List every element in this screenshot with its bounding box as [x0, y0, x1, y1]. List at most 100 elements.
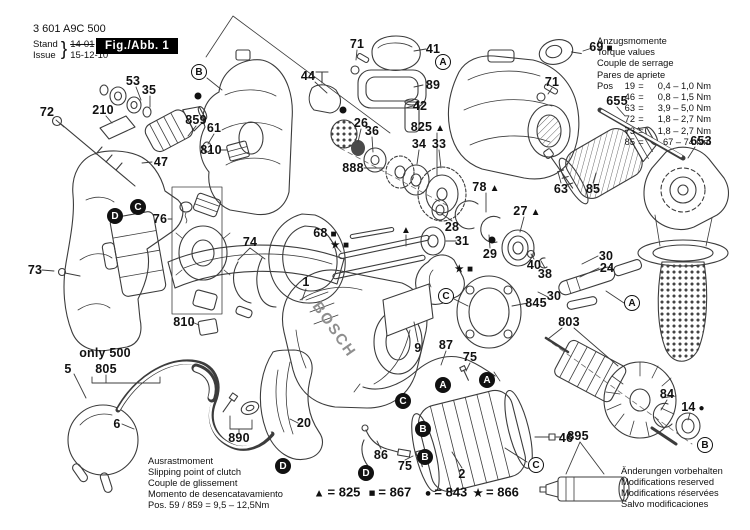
assembly-marker-c: C — [528, 457, 544, 473]
part-callout: 28 — [444, 220, 460, 234]
part-callout: 41 — [425, 42, 441, 56]
torque-range: 1,8 – 2,7 Nm — [657, 125, 711, 136]
legend-item: ■ = 867 — [369, 485, 412, 500]
part-callout: 895 — [567, 429, 589, 443]
bosch-logo: BOSCH — [309, 299, 360, 361]
part-callout: 825 ▲ — [410, 120, 446, 134]
housing-frame-art — [268, 213, 346, 304]
part-callout: 89 — [425, 78, 441, 92]
part-callout: 75 — [462, 350, 478, 364]
part-callout: 810 — [173, 315, 195, 329]
torque-title: Anzugsmomente — [597, 36, 667, 46]
part-callout: 68 ■ — [313, 226, 337, 240]
clutch-note-line: Couple de glissement — [148, 478, 238, 488]
part-callout: 2 — [458, 467, 466, 481]
part-callout: 63 — [553, 182, 569, 196]
impact-rods-art — [332, 226, 465, 305]
issue-label: Issue — [33, 49, 56, 61]
revision-note-line: Salvo modificaciones — [621, 499, 709, 509]
part-callout: 35 — [141, 83, 157, 97]
part-callout: 27 ▲ — [513, 204, 541, 218]
part-callout: 74 — [242, 235, 258, 249]
torque-pos-label — [597, 126, 619, 137]
flange-845-art — [456, 275, 522, 349]
washer-61-art — [202, 141, 212, 153]
connection-marker-c: C — [130, 199, 146, 215]
legend-symbol: ▲ — [313, 487, 328, 500]
part-callout: 69 ■ — [589, 40, 613, 54]
part-callout: 71 — [544, 75, 560, 89]
part-callout: 6 — [113, 417, 121, 431]
part-callout: 76 — [152, 212, 168, 226]
torque-row: 46=0,8 – 1,5 Nm — [597, 92, 711, 103]
callout-symbol: ■ — [603, 43, 613, 54]
stand-issue-block: Stand Issue } 14-01 15-12-10 — [33, 39, 109, 61]
legend-value: = 825 — [327, 484, 361, 500]
torque-eq: = — [638, 125, 644, 136]
part-callout: 36 — [364, 124, 380, 138]
reference-dot — [194, 92, 202, 100]
old-date: 14-01 — [70, 39, 95, 50]
part-callout: 803 — [558, 315, 580, 329]
clutch-gear-train-art — [330, 119, 467, 222]
switch-810-top-art — [226, 140, 250, 162]
part-callout: 40 — [526, 258, 542, 272]
part-callout: 42 — [412, 99, 428, 113]
torque-title: Pares de apriete — [597, 69, 666, 80]
callout-symbol: ▲ — [486, 183, 500, 194]
assembly-marker-c: C — [438, 288, 454, 304]
selector-knob-art — [350, 35, 427, 133]
trigger-switch-art — [101, 211, 167, 297]
connection-marker-c: C — [395, 393, 411, 409]
clutch-note-line: Momento de desencatavamiento — [148, 489, 283, 499]
torque-pos: 19 — [624, 80, 635, 91]
stand-label: Stand — [33, 39, 58, 50]
torque-range: 1,8 – 2,7 Nm — [657, 114, 711, 125]
spindle-art — [558, 259, 643, 310]
part-callout: 44 — [300, 69, 316, 83]
part-callout: 31 — [454, 234, 470, 248]
stator-art — [411, 389, 533, 493]
part-callout: ★ ■ — [455, 261, 473, 275]
assembly-marker-a: A — [624, 295, 640, 311]
revision-note-line: Modifications reserved — [621, 477, 715, 487]
circlip-84-art — [652, 402, 673, 428]
legend-item: ● = 843 — [425, 485, 468, 500]
clamp-44-art — [308, 71, 342, 114]
torque-pos: 85 — [624, 136, 635, 147]
part-callout: 655 — [606, 94, 628, 108]
torque-title: Torque values — [597, 47, 655, 58]
clutch-note-line: Ausrastmoment — [148, 456, 214, 466]
connection-marker-b: B — [415, 421, 431, 437]
grease-tube-art — [539, 476, 630, 502]
part-callout: 1 — [302, 275, 310, 289]
legend-value: = 866 — [486, 484, 519, 500]
legend-symbol: ● — [424, 487, 435, 500]
bearing-14-art — [675, 412, 701, 440]
new-date: 15-12-10 — [70, 49, 109, 61]
part-callout: 78 ▲ — [472, 180, 500, 194]
torque-pos: 72 — [624, 114, 635, 125]
torque-eq: = — [638, 92, 644, 103]
part-callout: 47 — [153, 155, 169, 169]
callout-symbol: ● — [695, 403, 705, 414]
part-callout: 845 — [525, 296, 547, 310]
clutch-note-line: Slipping point of clutch — [148, 467, 242, 477]
part-callout: 30 — [546, 289, 562, 303]
torque-pos-label — [597, 114, 619, 125]
rings-and-bearing-art — [420, 199, 548, 269]
washer-stack-art — [99, 84, 152, 118]
callout-symbol: ▲ — [400, 225, 412, 236]
part-callout: 33 — [431, 137, 447, 151]
part-callout: 9 — [414, 341, 422, 355]
part-callout: 26 — [353, 116, 369, 130]
part-callout: 805 — [95, 362, 117, 376]
part-callout: 85 — [585, 182, 601, 196]
part-callout: 53 — [125, 74, 141, 88]
part-callout: 210 — [92, 103, 114, 117]
legend-symbol: ★ — [473, 487, 487, 500]
part-callout: 5 — [64, 362, 72, 376]
screw-46-art — [534, 433, 556, 441]
part-callout: 87 — [438, 338, 454, 352]
